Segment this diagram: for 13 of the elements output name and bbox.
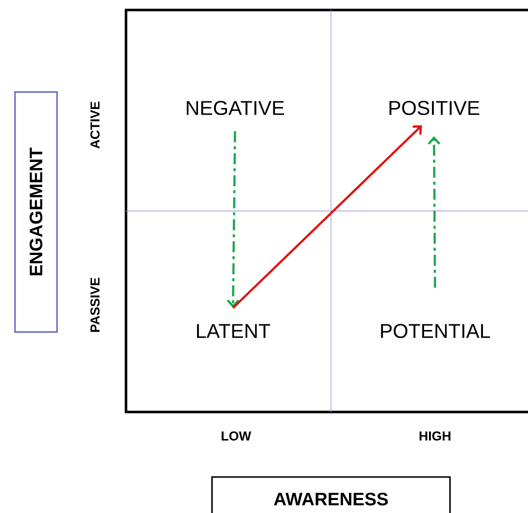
axis-label: PASSIVE xyxy=(90,278,100,332)
arrow xyxy=(428,136,440,288)
axis-title-box: ENGAGEMENT xyxy=(14,91,58,333)
axis-label: LOW xyxy=(222,431,252,441)
axis-label: HIGH xyxy=(420,431,450,441)
quadrant-label: LATENT xyxy=(197,324,270,338)
arrow xyxy=(232,125,422,309)
quadrant-label: NEGATIVE xyxy=(186,100,284,116)
arrow xyxy=(226,131,240,308)
axis-label: ACTIVE xyxy=(90,102,100,148)
quadrant-label: POTENTIAL xyxy=(381,324,490,338)
quadrant-label: POSITIVE xyxy=(390,100,480,116)
axis-title-box: AWARENESS xyxy=(211,476,451,513)
